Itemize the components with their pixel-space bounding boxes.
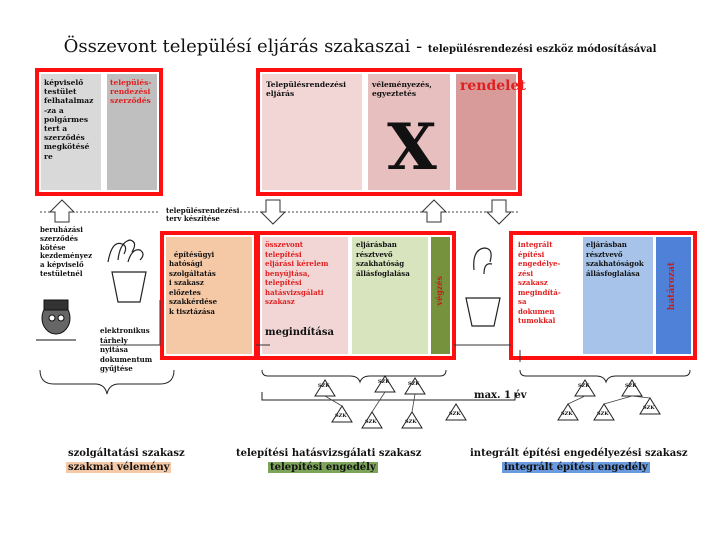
pot-icon-1: [111, 271, 147, 303]
tree-label: SZK: [449, 411, 461, 417]
tree-label: SZK: [378, 379, 390, 385]
bottom-title-3: integrált építési engedélyezési szakasz: [470, 448, 688, 459]
big-x-mark: X: [387, 110, 437, 185]
tree-node: [401, 411, 423, 429]
top-left-box1: [41, 74, 101, 190]
tree-label: SZK: [643, 405, 655, 411]
phase3-box2-text: eljárásban résztvevő szakhatóságok állás…: [586, 240, 644, 278]
phase2-box2: [352, 237, 428, 354]
top-left-frame: [35, 68, 163, 196]
tree-node: [361, 411, 383, 429]
top-left-box1-text: képviselő testület felhatalmaz -za a pol…: [44, 78, 94, 161]
tree-label: SZK: [335, 413, 347, 419]
top-mid-box2-text: véleményezés, egyeztetés: [372, 80, 432, 99]
tree-link: [411, 393, 416, 413]
brace-max: [261, 392, 516, 401]
phase2-frame: [256, 231, 456, 360]
tree-node: [331, 405, 353, 423]
phase3-box1-text: integrált építési engedélye- zési szakas…: [518, 240, 561, 325]
tree-label: SZK: [365, 419, 377, 425]
tree-label: SZK: [408, 381, 420, 387]
top-mid-frame: [256, 68, 522, 196]
tree-label: SZK: [578, 383, 590, 389]
bottom-title-1: szolgáltatási szakasz: [68, 448, 185, 459]
tree-label: SZK: [318, 383, 330, 389]
rendelet-label: rendelet: [460, 78, 526, 94]
phase3-box1: [515, 237, 579, 354]
down-arrow-2: [485, 199, 513, 225]
bottom-title-2: telepítési hatásvizsgálati szakasz: [236, 448, 422, 459]
bottom-result-3: integrált építési engedély: [502, 462, 650, 473]
up-arrow-1: [48, 199, 76, 223]
phase3-vertical: határozat: [667, 262, 677, 311]
tree-label: SZK: [625, 383, 637, 389]
tree-label: SZK: [405, 419, 417, 425]
top-mid-box2: [368, 74, 450, 190]
phase3-box2: [583, 237, 653, 354]
pot-icon-2: [465, 297, 501, 327]
brace-mid: [261, 369, 447, 384]
tree-label: SZK: [561, 411, 573, 417]
person-icon: [36, 299, 76, 341]
phase2-start: megindítása: [265, 327, 335, 338]
phase2-box3: [431, 237, 450, 354]
tree-link: [603, 395, 633, 405]
down-arrow-1: [259, 199, 287, 225]
tree-link: [631, 395, 651, 399]
phase1-text: építésügyi hatósági szolgáltatás i szaka…: [169, 240, 217, 316]
top-mid-box1-text: Településrendezési eljárás: [266, 80, 346, 99]
tree-link: [324, 395, 343, 407]
phase3-frame: [509, 231, 697, 360]
max-year-label: max. 1 év: [474, 390, 527, 401]
up-arrow-2: [420, 199, 448, 223]
phase1-line1: építésügyi hatósági szolgáltatás i szaka…: [169, 249, 218, 316]
tree-node: [445, 403, 467, 421]
tree-label: SZK: [597, 411, 609, 417]
hand-icon-1: [107, 239, 144, 263]
tree-link: [371, 391, 386, 413]
phase1-box: [166, 237, 252, 354]
tree-node: [639, 397, 661, 415]
bottom-result-1: szakmai vélemény: [66, 462, 172, 473]
phase2-box2-text: eljárásban résztvevő szakhatóság állásfo…: [356, 240, 410, 278]
phase2-box1-text: összevont telepítési eljárási kérelem be…: [265, 240, 329, 306]
bottom-result-2: telepítési engedély: [268, 462, 378, 473]
top-mid-box3: [456, 74, 516, 190]
connector-1: [100, 300, 161, 346]
brace-right: [519, 369, 691, 384]
left-note: beruházási szerződés kötése kezdeményez …: [40, 225, 93, 278]
title-main: Összevont településí eljárás szakaszai -: [63, 36, 428, 57]
tree-link: [567, 395, 586, 405]
top-left-box2-text: település- rendezési szerződés: [110, 78, 152, 106]
phase2-vertical: végzés: [434, 276, 444, 306]
title-sub: településrendezési eszköz módosításával: [427, 44, 657, 55]
hand-icon-2: [473, 247, 493, 275]
brace-left: [39, 369, 175, 395]
top-left-box2: [107, 74, 157, 190]
eplace-note: elektronikus tárhely nyitása dokumentum …: [100, 326, 153, 373]
tree-node: [557, 403, 579, 421]
phase2-box1: [262, 237, 348, 354]
phase3-box3: [656, 237, 691, 354]
top-mid-box1: [262, 74, 362, 190]
tree-node: [593, 403, 615, 421]
page-title: Összevont településí eljárás szakaszai -…: [0, 36, 720, 57]
plan-caption: településrendezési terv készítése: [166, 206, 240, 223]
